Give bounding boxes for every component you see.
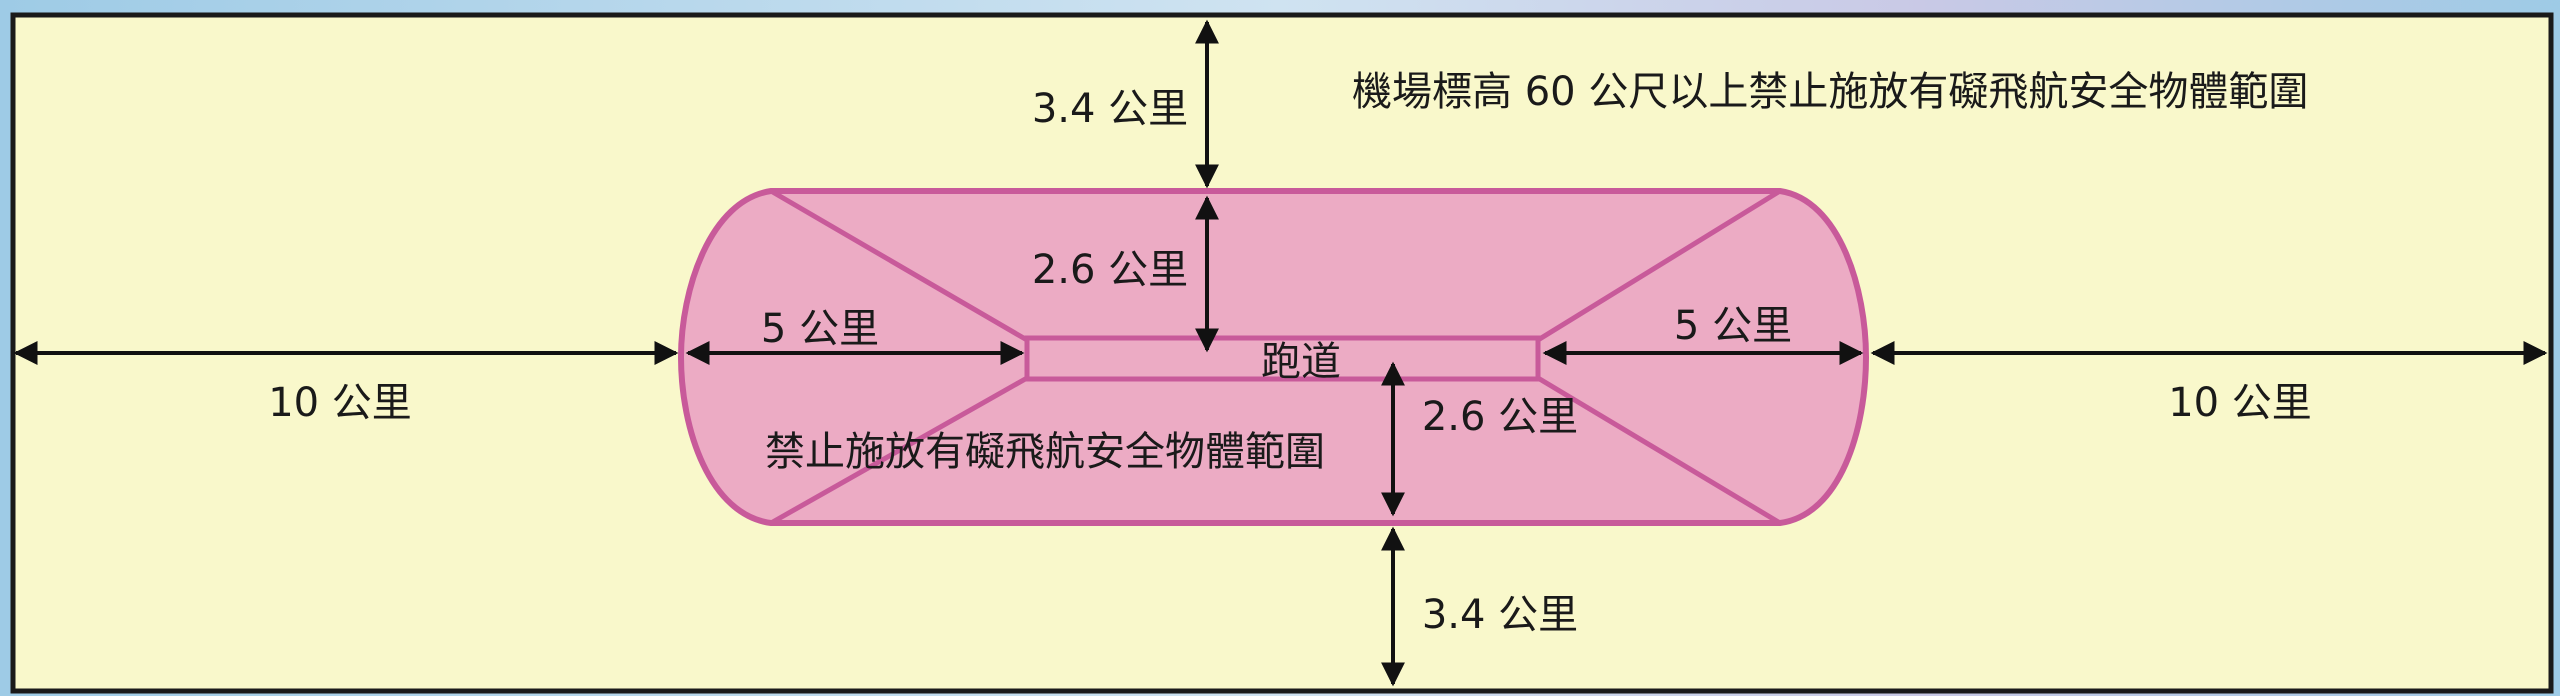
label-top-outer: 3.4 公里 bbox=[1032, 86, 1188, 132]
label-right-outer: 10 公里 bbox=[2168, 380, 2312, 426]
label-top-inner: 2.6 公里 bbox=[1032, 247, 1188, 293]
label-left-outer: 10 公里 bbox=[268, 380, 412, 426]
label-bottom-inner: 2.6 公里 bbox=[1422, 394, 1578, 440]
label-right-inner: 5 公里 bbox=[1674, 303, 1792, 349]
label-left-inner: 5 公里 bbox=[761, 306, 879, 352]
diagram-title: 機場標高 60 公尺以上禁止施放有礙飛航安全物體範圍 bbox=[1352, 69, 2308, 115]
dimension-arrows bbox=[13, 19, 2548, 687]
label-runway: 跑道 bbox=[1261, 339, 1341, 385]
label-bottom-outer: 3.4 公里 bbox=[1422, 592, 1578, 638]
zone-diagonals bbox=[769, 188, 1782, 526]
label-inner-zone: 禁止施放有礙飛航安全物體範圍 bbox=[765, 429, 1325, 475]
runway bbox=[1024, 335, 1541, 382]
